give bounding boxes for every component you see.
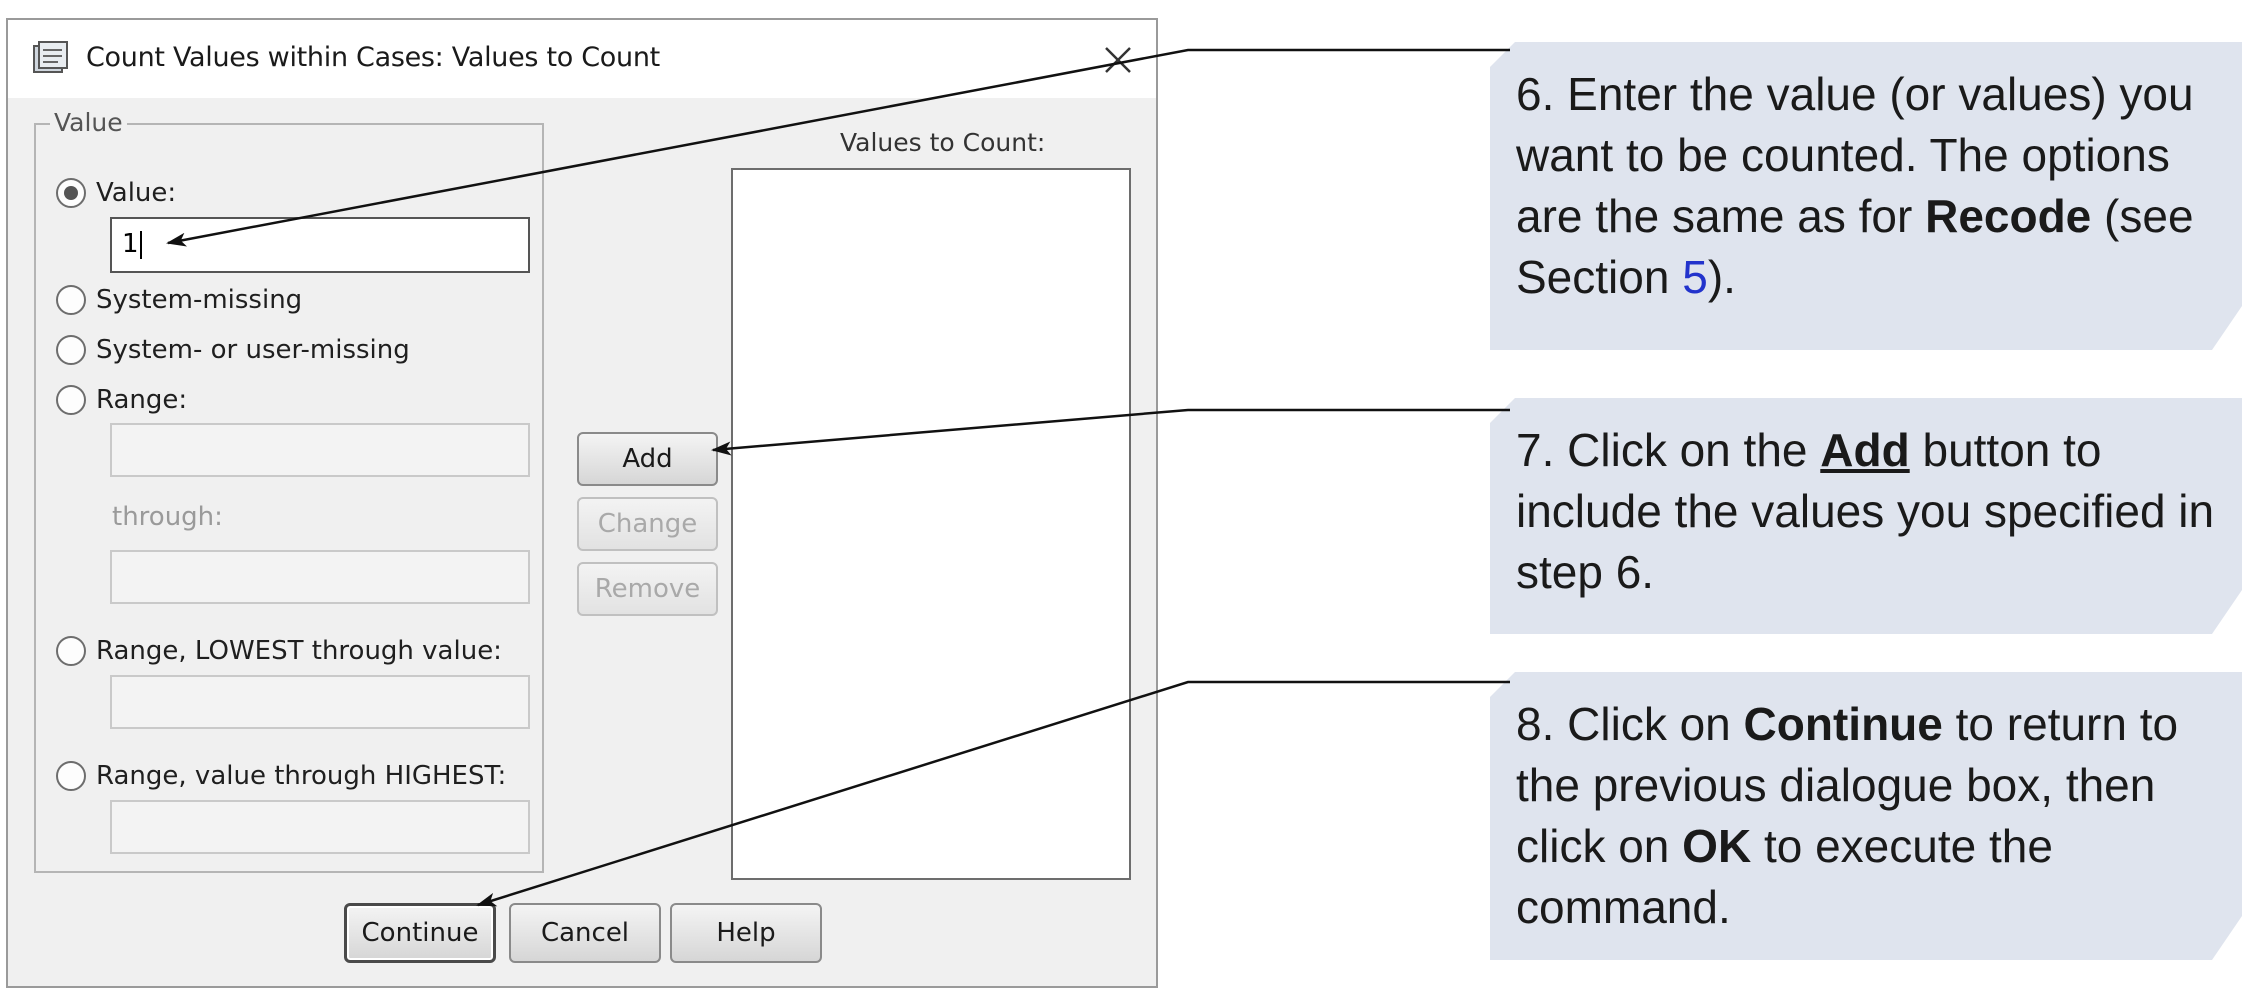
radio-range-lowest-label: Range, LOWEST through value:	[96, 636, 502, 666]
radio-range[interactable]	[56, 385, 86, 415]
radio-system-missing-label: System-missing	[96, 285, 303, 315]
values-to-count-label: Values to Count:	[840, 128, 1046, 157]
radio-range-label: Range:	[96, 385, 188, 415]
add-button[interactable]: Add	[577, 432, 718, 486]
dialog-title: Count Values within Cases: Values to Cou…	[86, 42, 660, 73]
callout-6-text-middle: (see Section	[1516, 190, 2194, 303]
range-lowest-input[interactable]	[110, 675, 530, 729]
callout-8-text-after: to execute the command.	[1516, 820, 2053, 933]
callout-8-bold2: OK	[1682, 820, 1752, 872]
dialog-titlebar: Count Values within Cases: Values to Cou…	[8, 20, 1156, 98]
value-input[interactable]: 1	[110, 217, 530, 273]
callout-6-text-before: Enter the value (or values) you want to …	[1516, 68, 2194, 242]
radio-system-or-user-missing[interactable]	[56, 335, 86, 365]
values-to-count-list[interactable]	[731, 168, 1131, 880]
radio-range-highest[interactable]	[56, 761, 86, 791]
callout-7-step: 7.	[1516, 424, 1555, 476]
range-to-input[interactable]	[110, 550, 530, 604]
radio-value[interactable]	[56, 178, 86, 208]
callout-7-bold: Add	[1820, 424, 1910, 476]
callout-6-step: 6.	[1516, 68, 1555, 120]
continue-button[interactable]: Continue	[344, 903, 496, 963]
callout-8-text-middle: to return to the previous dialogue box, …	[1516, 698, 2179, 872]
radio-value-label: Value:	[96, 178, 177, 208]
help-button[interactable]: Help	[670, 903, 822, 963]
callout-step-6: 6. Enter the value (or values) you want …	[1490, 42, 2242, 350]
remove-button[interactable]: Remove	[577, 562, 718, 616]
callout-step-8: 8. Click on Continue to return to the pr…	[1490, 672, 2242, 960]
callout-8-text-before: Click on	[1567, 698, 1744, 750]
radio-system-or-user-missing-label: System- or user-missing	[96, 335, 410, 365]
value-group-legend: Value	[50, 108, 127, 137]
radio-system-missing[interactable]	[56, 285, 86, 315]
callout-7-text-before: Click on the	[1567, 424, 1821, 476]
range-highest-input[interactable]	[110, 800, 530, 854]
close-icon[interactable]	[1098, 40, 1138, 80]
callout-8-step: 8.	[1516, 698, 1555, 750]
callout-step-7: 7. Click on the Add button to include th…	[1490, 398, 2242, 634]
callout-8-bold: Continue	[1743, 698, 1943, 750]
range-from-input[interactable]	[110, 423, 530, 477]
callout-6-bold: Recode	[1925, 190, 2092, 242]
cancel-button[interactable]: Cancel	[509, 903, 661, 963]
range-through-label: through:	[112, 502, 223, 532]
callout-6-text-after: ).	[1707, 251, 1736, 303]
radio-range-highest-label: Range, value through HIGHEST:	[96, 761, 507, 791]
radio-range-lowest[interactable]	[56, 636, 86, 666]
change-button[interactable]: Change	[577, 497, 718, 551]
callout-7-text-after: button to include the values you specifi…	[1516, 424, 2215, 598]
dialog-app-icon	[33, 41, 68, 73]
section-link[interactable]: 5	[1682, 251, 1708, 303]
